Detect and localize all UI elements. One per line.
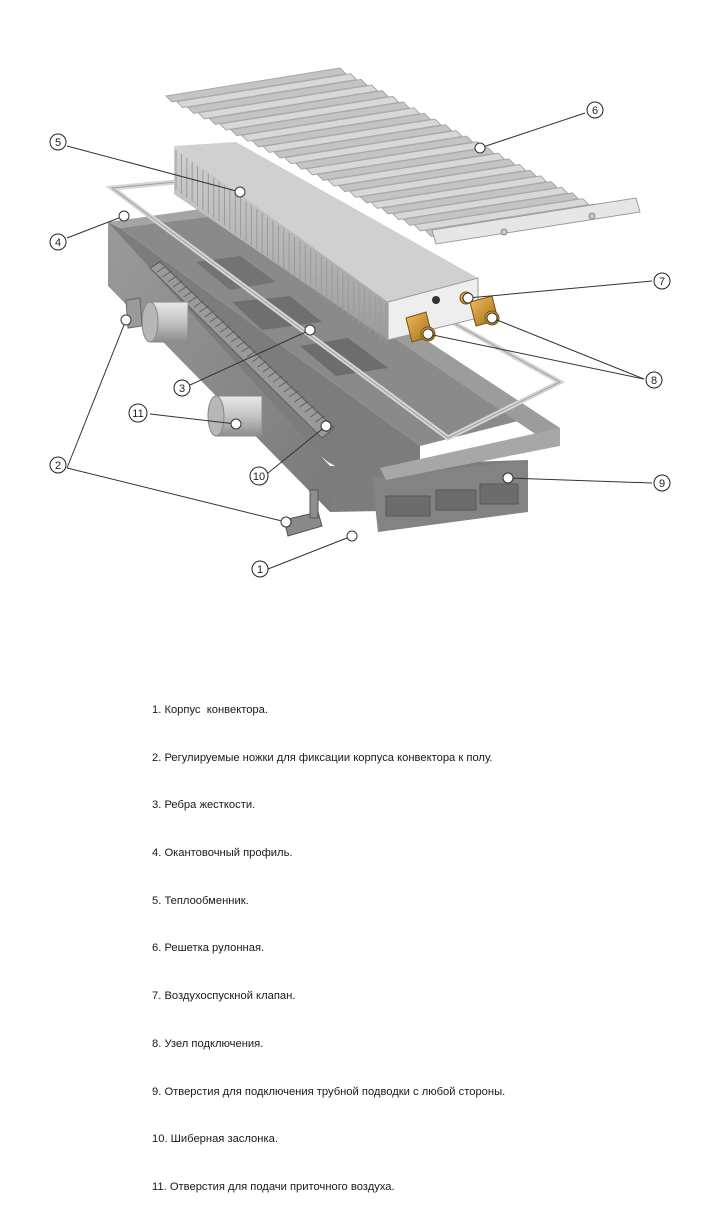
legend-item: 5. Теплообменник.: [152, 894, 249, 907]
damper-slat: [172, 280, 183, 288]
legend-item: 7. Воздухоспускной клапан.: [152, 990, 296, 1003]
damper-slat: [193, 300, 204, 308]
damper-slat: [215, 320, 225, 328]
damper-slat: [278, 380, 288, 388]
heat-exchanger: [174, 142, 479, 344]
legend-item: 1. Корпус конвектора.: [152, 703, 268, 716]
damper-slat: [230, 335, 241, 343]
damper-slat: [257, 360, 267, 368]
callout-4: 4: [49, 233, 67, 251]
legend-item: 2. Регулируемые ножки для фиксации корпу…: [152, 751, 493, 764]
svg-text:1: 1: [257, 564, 263, 576]
damper-slat: [294, 395, 304, 403]
svg-text:9: 9: [659, 478, 665, 490]
callout-7: 7: [653, 272, 671, 290]
svg-text:5: 5: [55, 137, 61, 149]
damper-slat: [209, 315, 220, 323]
damper-slat: [225, 330, 236, 338]
roll-grille: [164, 67, 641, 245]
leader-dots: [118, 142, 514, 542]
svg-text:7: 7: [659, 276, 665, 288]
legend-item: 11. Отверстия для подачи приточного возд…: [152, 1181, 395, 1193]
callout-1: 1: [251, 560, 269, 578]
damper-slat: [167, 275, 178, 283]
damper-slat: [283, 385, 294, 393]
legend-item: 3. Ребра жесткости.: [152, 799, 256, 812]
damper-slat: [183, 290, 193, 298]
damper-slat: [309, 410, 320, 418]
damper-slat: [299, 400, 309, 408]
legend-item: 10. Шиберная заслонка.: [152, 1133, 278, 1146]
damper-slat: [151, 260, 162, 268]
svg-text:3: 3: [179, 383, 185, 395]
legend-list: 1. Корпус конвектора. 2. Регулируемые но…: [152, 671, 505, 1212]
damper-slat: [315, 415, 325, 423]
damper-slat: [199, 305, 209, 313]
svg-text:4: 4: [55, 237, 61, 249]
damper-slat: [288, 390, 299, 398]
callout-10: 10: [249, 466, 269, 486]
damper-slat: [178, 285, 188, 293]
svg-text:8: 8: [651, 375, 657, 387]
damper-slat: [251, 355, 262, 363]
damper-slat: [241, 345, 251, 353]
damper-slat: [220, 325, 230, 333]
svg-text:2: 2: [55, 460, 61, 472]
damper-slat: [246, 350, 257, 358]
air-inlet-pipes: [141, 301, 263, 437]
svg-text:6: 6: [592, 105, 598, 117]
edge-frame: [105, 177, 566, 441]
legend-item: 6. Решетка рулонная.: [152, 942, 265, 955]
damper-grid: [149, 260, 336, 439]
damper-slat: [188, 295, 199, 303]
damper-slat: [204, 310, 214, 318]
convector-diagram: 1 2 3 4 5 6 7 8 9 10 11: [49, 67, 671, 578]
callout-8: 8: [645, 371, 663, 389]
damper-slat: [157, 265, 167, 273]
damper-slat: [262, 365, 272, 373]
damper-slat: [273, 375, 283, 383]
svg-text:10: 10: [253, 471, 265, 483]
legend-item: 8. Узел подключения.: [152, 1037, 264, 1050]
legend-item: 9. Отверстия для подключения трубной под…: [152, 1085, 506, 1098]
damper-slat: [236, 340, 246, 348]
callout-2: 2: [49, 456, 67, 474]
callout-3: 3: [173, 379, 191, 397]
callout-6: 6: [586, 101, 604, 119]
callout-11: 11: [128, 403, 148, 423]
svg-text:11: 11: [132, 408, 143, 420]
callout-5: 5: [49, 133, 67, 151]
damper-slat: [162, 270, 172, 278]
legend-item: 4. Окантовочный профиль.: [152, 846, 293, 859]
leader-lines: [66, 112, 653, 570]
callout-9: 9: [653, 474, 671, 492]
damper-slat: [304, 405, 315, 413]
damper-slat: [267, 370, 278, 378]
